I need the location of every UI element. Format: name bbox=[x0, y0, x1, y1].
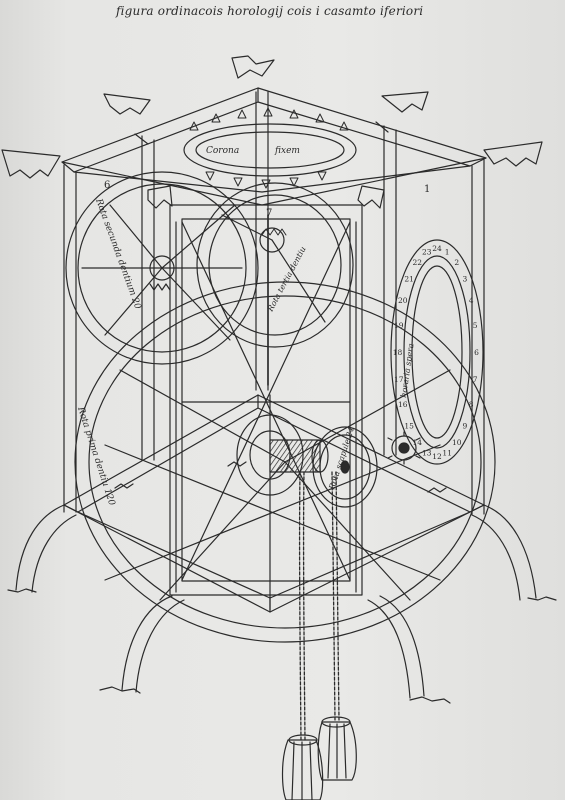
hour-numeral: 22 bbox=[413, 258, 423, 267]
claw-feet bbox=[7, 461, 557, 704]
page-caption: figura ordinacois horologij cois i casam… bbox=[116, 4, 424, 18]
hour-numeral: 12 bbox=[432, 452, 442, 461]
hour-numeral: 7 bbox=[473, 375, 478, 384]
hour-numeral: 4 bbox=[469, 296, 474, 305]
hour-numeral: 9 bbox=[463, 422, 468, 431]
hour-dial bbox=[390, 239, 484, 465]
rota-secunda-wheel bbox=[65, 171, 259, 365]
hour-numeral: 21 bbox=[404, 275, 414, 284]
crown-corona bbox=[183, 107, 357, 189]
hour-numeral: 20 bbox=[398, 296, 408, 305]
label-number-1: 1 bbox=[424, 184, 430, 195]
hour-numeral: 23 bbox=[422, 248, 432, 257]
hour-numeral: 17 bbox=[394, 375, 404, 384]
hour-numeral: 3 bbox=[463, 275, 468, 284]
label-rota-tertia: Rota tertia dentiu bbox=[265, 245, 307, 314]
weight-ropes bbox=[298, 471, 340, 741]
lower-frame bbox=[63, 394, 485, 613]
rota-tertia-wheel bbox=[196, 182, 354, 348]
label-corona: Corona bbox=[206, 146, 239, 156]
hour-numeral: 10 bbox=[452, 438, 462, 447]
hour-numeral: 8 bbox=[469, 400, 474, 409]
label-number-7: 7 bbox=[266, 208, 272, 219]
hour-numeral: 1 bbox=[445, 248, 450, 257]
hour-numeral: 11 bbox=[442, 449, 452, 458]
label-fixem: fixem bbox=[274, 146, 300, 156]
hour-numeral: 24 bbox=[432, 244, 442, 253]
hour-numeral: 16 bbox=[398, 400, 408, 409]
hour-numeral: 13 bbox=[422, 449, 432, 458]
label-number-6: 6 bbox=[104, 180, 110, 191]
hour-numeral: 15 bbox=[404, 422, 414, 431]
tassel-weights bbox=[281, 716, 357, 800]
hour-numeral: 6 bbox=[474, 348, 479, 357]
upper-frame bbox=[61, 87, 487, 206]
corner-ornaments bbox=[1, 55, 543, 209]
hour-numeral: 2 bbox=[454, 258, 459, 267]
hour-numeral: 19 bbox=[394, 321, 404, 330]
weight-drum bbox=[236, 414, 329, 496]
hour-numeral: 14 bbox=[413, 438, 423, 447]
frame-legs bbox=[15, 504, 537, 699]
hour-numeral: 5 bbox=[473, 321, 478, 330]
hour-numeral: 18 bbox=[393, 348, 403, 357]
rota-scapule-wheel bbox=[312, 426, 378, 508]
dial-gear bbox=[387, 431, 421, 465]
